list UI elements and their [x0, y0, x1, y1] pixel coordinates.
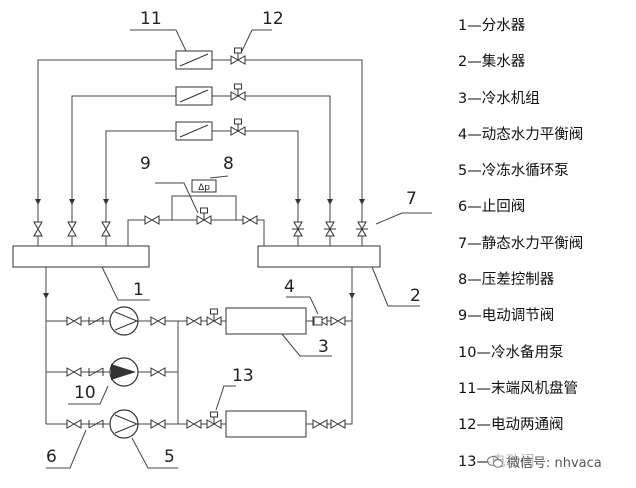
- callout-11: 11: [140, 9, 162, 29]
- dp-controller: [191, 179, 217, 193]
- callout-8: 8: [223, 154, 234, 174]
- legend-item: 3—冷水机组: [458, 90, 540, 107]
- legend-item: 8—压差控制器: [458, 272, 555, 289]
- callout-6: 6: [46, 447, 57, 467]
- callout-4: 4: [284, 277, 295, 297]
- legend-item: 7—静态水力平衡阀: [458, 235, 584, 252]
- legend-item: 4—动态水力平衡阀: [458, 126, 584, 143]
- callout-5: 5: [164, 447, 175, 467]
- legend: 1—分水器 2—集水器 3—冷水机组 4—动态水力平衡阀 5—冷冻水循环泵 6—…: [458, 14, 633, 486]
- standby-pump-icon: [111, 364, 136, 380]
- legend-item: 11—末端风机盘管: [458, 380, 578, 397]
- callout-1: 1: [133, 280, 144, 300]
- callout-13: 13: [232, 366, 254, 386]
- legend-item: 6—止回阀: [458, 199, 526, 216]
- callout-7: 7: [406, 189, 417, 209]
- legend-item: 5—冷冻水循环泵: [458, 163, 569, 180]
- legend-item: 10—冷水备用泵: [458, 344, 564, 361]
- callout-9: 9: [140, 154, 151, 174]
- callout-3: 3: [318, 337, 329, 357]
- wechat-icon: [487, 455, 503, 468]
- legend-item: 1—分水器: [458, 18, 526, 34]
- legend-item: 9—电动调节阀: [458, 308, 555, 325]
- legend-item: 2—集水器: [458, 54, 526, 71]
- callout-12: 12: [262, 9, 284, 29]
- watermark: 微信号: nhvaca: [487, 452, 602, 471]
- watermark-text: 微信号: nhvaca: [507, 456, 602, 471]
- callout-10: 10: [74, 383, 96, 403]
- callout-2: 2: [410, 286, 421, 306]
- dp-label: Δp: [198, 183, 210, 193]
- legend-item: 12—电动两通阀: [458, 417, 564, 434]
